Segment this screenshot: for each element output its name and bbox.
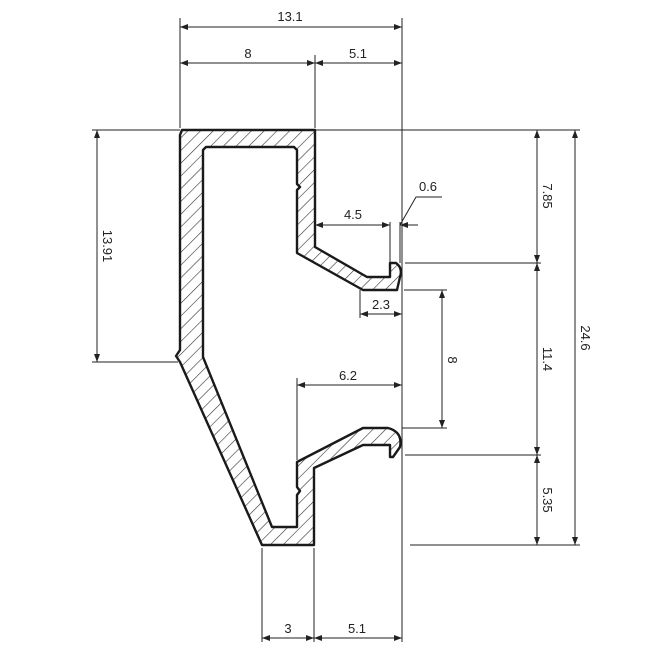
dim-overall-width: 13.1 [277,9,302,24]
dimension-lines [94,24,578,641]
dim-middle-height: 11.4 [540,347,555,371]
extension-lines [92,18,580,642]
dim-upper-flange-depth: 4.5 [344,207,362,222]
dim-lip-gap: 0.6 [419,179,437,194]
dim-bottom-right-width: 5.1 [348,621,366,636]
dim-bottom-left-width: 3 [284,621,291,636]
dim-opening: 8 [445,356,460,363]
dim-left-height: 13.91 [100,230,115,263]
dim-top-left-width: 8 [244,46,251,61]
dim-lower-flange-depth: 6.2 [339,368,357,383]
dim-upper-height: 7.85 [540,183,555,208]
dim-overall-height: 24.6 [578,325,593,350]
dimension-labels: 13.1 8 5.1 13.91 24.6 7.85 11.4 5.35 0.6… [100,9,593,636]
dim-lip-width: 2.3 [372,297,390,312]
profile-section [174,128,403,547]
dim-top-right-width: 5.1 [349,46,367,61]
dim-lower-height: 5.35 [540,487,555,512]
